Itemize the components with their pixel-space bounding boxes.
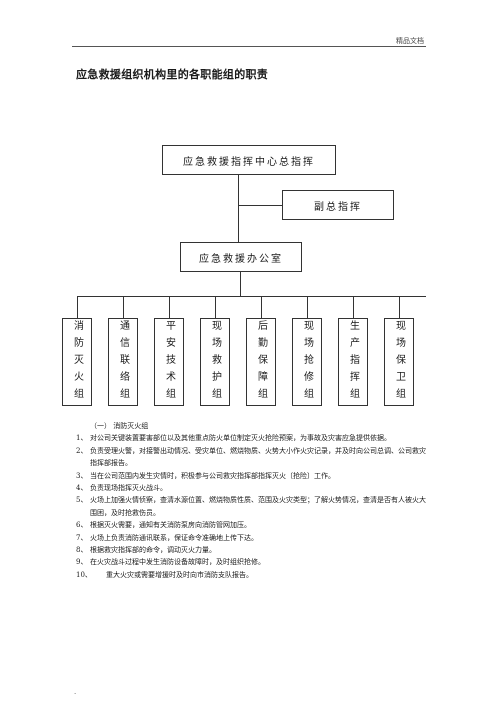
list-item: 4、负责现场指挥灭火战斗。 xyxy=(76,482,430,494)
list-item: 9、在火灾战斗过程中发生消防设备故障时，及时组织抢修。 xyxy=(76,556,430,568)
group-box: 消防灭火组 xyxy=(62,318,92,406)
list-item-text: 在火灾战斗过程中发生消防设备故障时，及时组织抢修。 xyxy=(90,558,265,567)
list-item-number: 10、 xyxy=(76,570,92,579)
document-title: 应急救援组织机构里的各职能组的职责 xyxy=(76,68,269,81)
group-box: 生产指挥组 xyxy=(338,318,368,406)
connector-group-3 xyxy=(169,296,170,318)
list-item-number: 7、 xyxy=(76,533,88,542)
duties-list: （一） 消防灭火组 1、对公司关键装置要害部位以及其他重点防火单位制定灭火抢险预… xyxy=(76,420,430,581)
connector-main-vertical xyxy=(238,175,239,242)
list-item: 7、火场上负责消防通讯联系，保证命令准确地上传下达。 xyxy=(76,532,430,544)
items-container: 1、对公司关键装置要害部位以及其他重点防火单位制定灭火抢险预案，为事故及灾害应急… xyxy=(76,432,430,581)
connector-deputy-horizontal xyxy=(238,205,282,206)
list-item: 10、 重大火灾或需要增援时及时向市消防支队报告。 xyxy=(76,569,430,581)
connector-office-vertical xyxy=(240,272,241,296)
list-item-text: 当在公司范围内发生灾情时，积极参与公司救灾指挥部指挥灭火〔抢险〕工作。 xyxy=(90,471,335,480)
group-box: 现场抢修组 xyxy=(292,318,322,406)
connector-group-5 xyxy=(261,296,262,318)
list-item-text: 负责受理火警，对接警出动情况、受灾单位、燃烧物质、火势大小作火灾记录，并及时向公… xyxy=(90,446,426,468)
list-item-number: 3、 xyxy=(76,471,88,480)
group-box: 通信联络组 xyxy=(108,318,138,406)
list-item-number: 4、 xyxy=(76,484,88,493)
connector-group-2 xyxy=(123,296,124,318)
emergency-office-box: 应急救援办公室 xyxy=(180,242,302,272)
list-item: 8、根据救灾指挥部的命令，调动灭火力量。 xyxy=(76,544,430,556)
list-item-text: 火场上负责消防通讯联系，保证命令准确地上传下达。 xyxy=(90,533,258,542)
footer-mark: . xyxy=(74,688,77,696)
list-item: 3、当在公司范围内发生灾情时，积极参与公司救灾指挥部指挥灭火〔抢险〕工作。 xyxy=(76,470,430,482)
list-item-text: 对公司关键装置要害部位以及其他重点防火单位制定灭火抢险预案，为事故及灾害应急提供… xyxy=(90,434,391,443)
list-item-number: 1、 xyxy=(76,434,88,443)
connector-group-4 xyxy=(215,296,216,318)
list-item-number: 9、 xyxy=(76,558,88,567)
list-item-text: 重大火灾或需要增援时及时向市消防支队报告。 xyxy=(106,570,253,579)
header-rule xyxy=(72,46,426,47)
list-item-text: 根据救灾指挥部的命令，调动灭火力量。 xyxy=(90,546,216,555)
connector-group-6 xyxy=(307,296,308,318)
commander-box: 应急救援指挥中心总指挥 xyxy=(162,145,336,175)
list-item-text: 负责现场指挥灭火战斗。 xyxy=(90,484,167,493)
list-item-number: 8、 xyxy=(76,546,88,555)
list-item-text: 根据灭火需要，通知有关消防泵房向消防管网加压。 xyxy=(90,521,251,530)
connector-group-8 xyxy=(399,296,400,318)
connector-group-7 xyxy=(353,296,354,318)
header-label: 精品文档 xyxy=(396,37,424,45)
list-item-number: 2、 xyxy=(76,446,88,455)
group-box: 平安技术组 xyxy=(154,318,184,406)
list-item: 1、对公司关键装置要害部位以及其他重点防火单位制定灭火抢险预案，为事故及灾害应急… xyxy=(76,432,430,444)
list-item: 6、根据灭火需要，通知有关消防泵房向消防管网加压。 xyxy=(76,519,430,531)
list-item: 5、火场上加强火情侦察，查清水源位置、燃烧物质性质、范围及火灾类型；了解火势情况… xyxy=(76,494,430,519)
group-box: 现场保卫组 xyxy=(384,318,414,406)
list-item-number: 5、 xyxy=(76,496,88,505)
connector-groups-horizontal xyxy=(77,296,426,297)
group-box: 后勤保障组 xyxy=(246,318,276,406)
deputy-commander-box: 副总指挥 xyxy=(282,190,394,220)
list-item-number: 6、 xyxy=(76,521,88,530)
group-box: 现场救护组 xyxy=(200,318,230,406)
list-item-text: 火场上加强火情侦察，查清水源位置、燃烧物质性质、范围及火灾类型；了解火势情况，查… xyxy=(90,496,426,517)
list-item: 2、负责受理火警，对接警出动情况、受灾单位、燃烧物质、火势大小作火灾记录，并及时… xyxy=(76,445,430,470)
connector-group-1 xyxy=(77,296,78,318)
section-heading: （一） 消防灭火组 xyxy=(90,422,149,430)
